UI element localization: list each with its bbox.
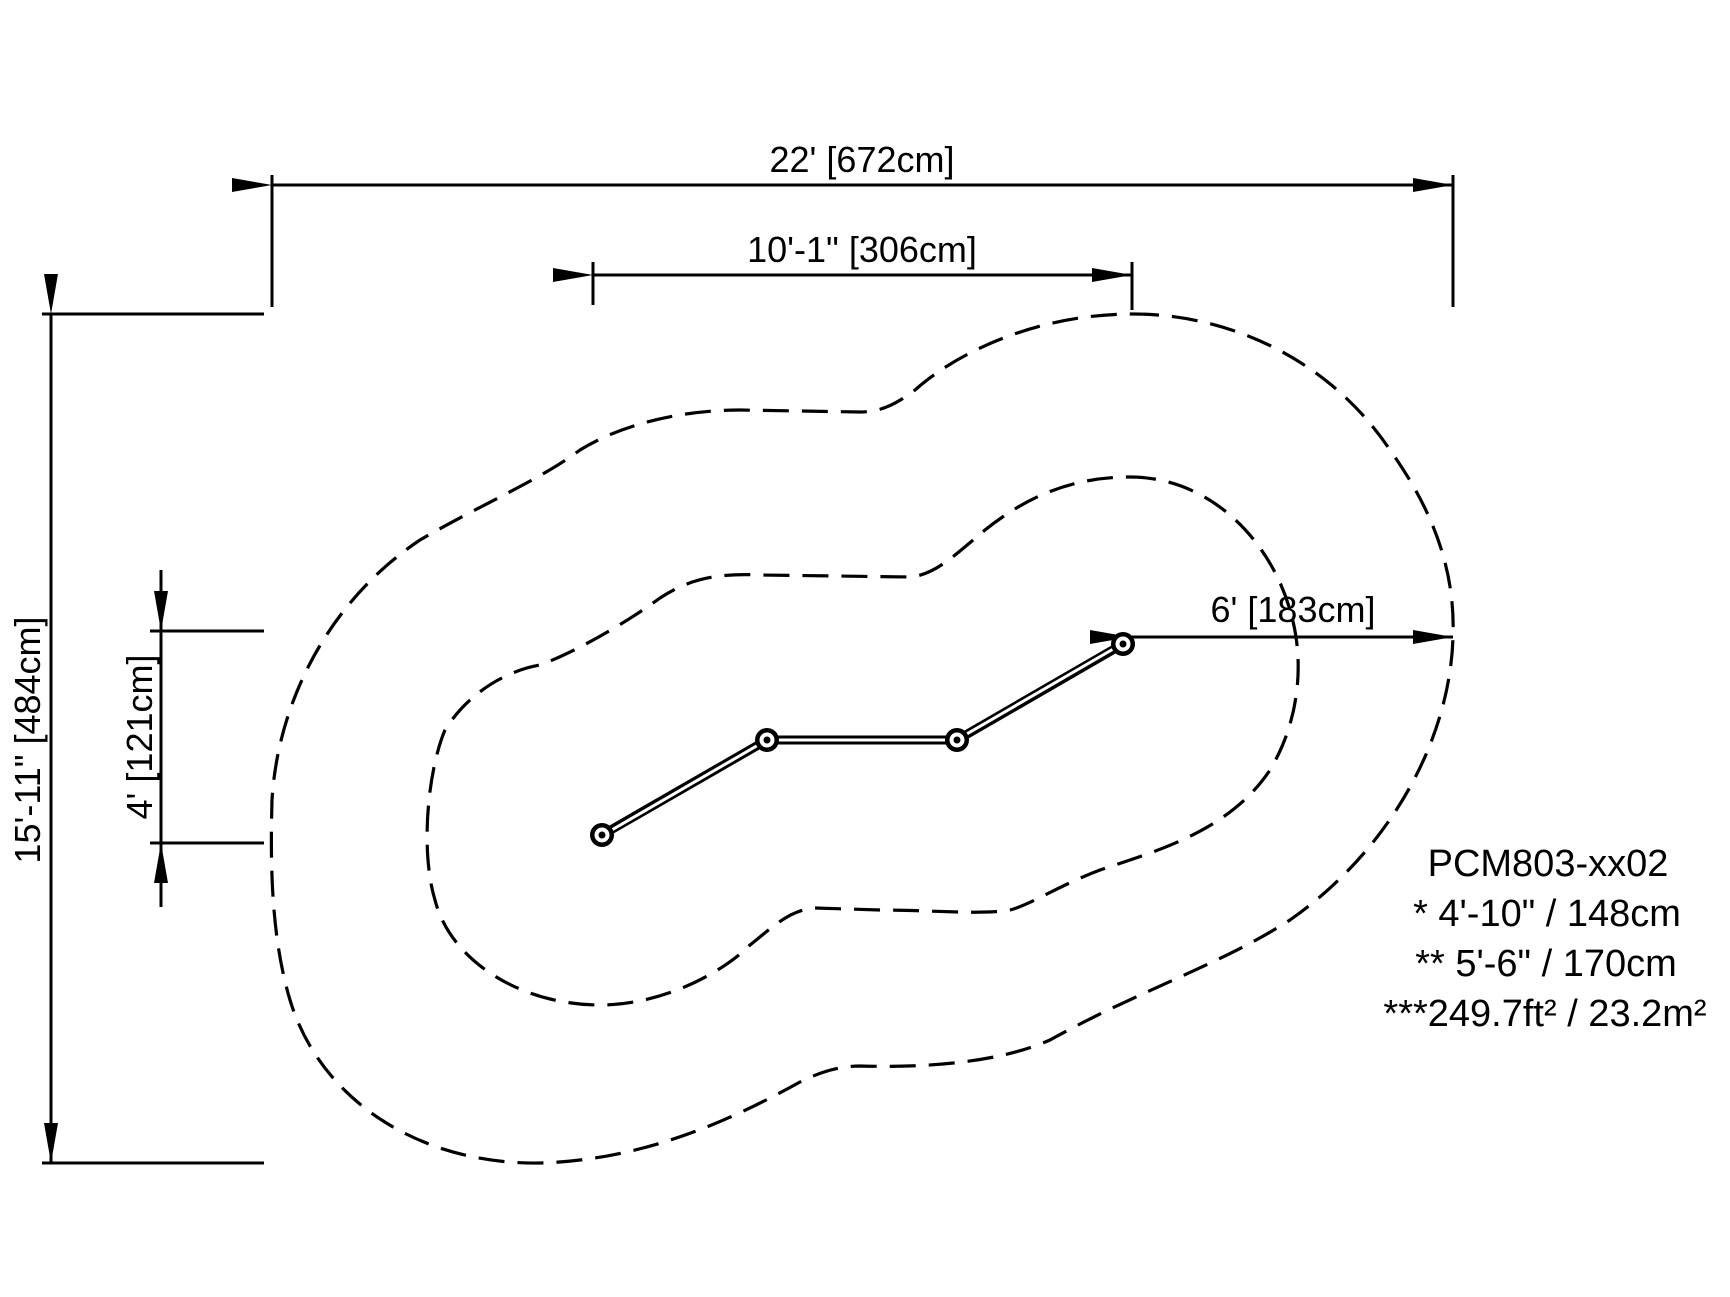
overall-width-label: 22' [672cm] [770, 139, 955, 180]
equipment-depth-label: 4' [121cm] [119, 655, 160, 820]
outer-use-zone [269, 312, 1455, 1165]
spec-legend: PCM803-xx02 * 4'-10" / 148cm ** 5'-6" / … [1383, 843, 1706, 1035]
equipment-assembly [590, 632, 1135, 847]
product-code: PCM803-xx02 [1428, 843, 1669, 885]
use-zone-clearance-dimension: 6' [183cm] [1090, 589, 1453, 644]
equipment-span-label: 10'-1" [306cm] [747, 229, 977, 270]
bar-segment-1 [597, 735, 772, 840]
inner-use-zone [425, 475, 1300, 1007]
overall-width-dimension: 22' [672cm] [232, 139, 1455, 307]
joint-1 [590, 823, 614, 847]
spec-line-fall-height: * 4'-10" / 148cm [1413, 893, 1681, 935]
equipment-depth-dimension: 4' [121cm] [119, 570, 264, 907]
overall-depth-dimension: 15'-11" [484cm] [7, 274, 264, 1165]
spec-line-area: ***249.7ft² / 23.2m² [1383, 993, 1706, 1035]
overall-depth-label: 15'-11" [484cm] [7, 616, 48, 863]
clearance-label: 6' [183cm] [1211, 589, 1376, 630]
spec-line-height: ** 5'-6" / 170cm [1415, 943, 1677, 985]
bar-segment-3 [952, 639, 1128, 745]
equipment-span-dimension: 10'-1" [306cm] [553, 229, 1134, 310]
joint-3 [945, 728, 969, 752]
joint-2 [755, 728, 779, 752]
joint-4 [1111, 632, 1135, 656]
